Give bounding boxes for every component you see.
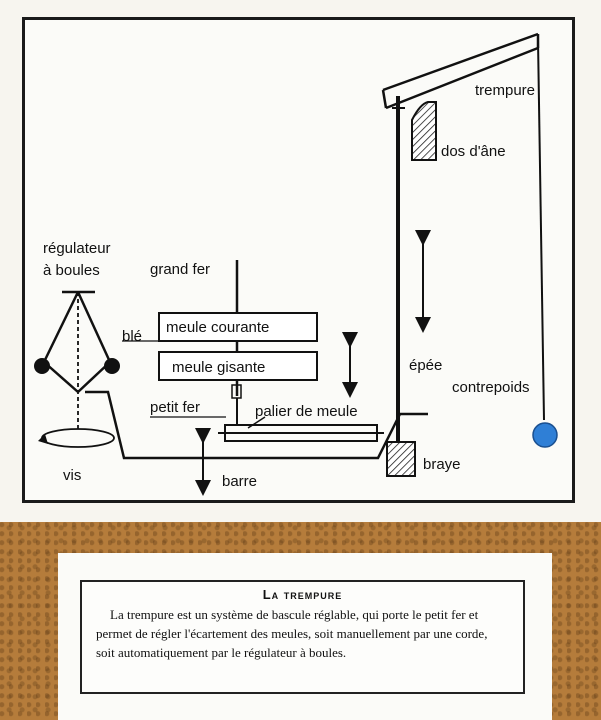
counterweight-rope [537, 39, 545, 421]
caption-box: La trempure La trempure est un système d… [80, 580, 525, 694]
label-epee: épée [409, 357, 442, 374]
label-trempure: trempure [475, 82, 535, 99]
label-ble: blé [122, 328, 142, 345]
counterweight-ball [532, 422, 558, 448]
trempure-diagram: trempure dos d'âne régulateur à boules g… [34, 32, 558, 496]
governor-ball-right [104, 358, 120, 374]
vis-rotation-arrowhead [38, 434, 48, 444]
caption-card: La trempure La trempure est un système d… [58, 553, 552, 720]
vis-rotation-arrow [41, 428, 115, 448]
governor-ball-left [34, 358, 50, 374]
meule-gisante-stone [158, 351, 318, 381]
label-braye: braye [423, 456, 461, 473]
label-meule-courante: meule courante [166, 319, 269, 336]
label-grand-fer: grand fer [150, 261, 210, 278]
label-vis: vis [63, 467, 81, 484]
braye-block [386, 441, 416, 477]
barre-bar [85, 390, 428, 460]
regulateur-a-boules [42, 290, 112, 430]
caption-text: La trempure est un système de bascule ré… [96, 607, 488, 660]
label-barre: barre [222, 473, 257, 490]
label-a-boules: à boules [43, 262, 100, 279]
palier-de-meule [218, 424, 384, 442]
label-meule-gisante: meule gisante [172, 359, 265, 376]
label-dos-dane: dos d'âne [441, 143, 506, 160]
label-palier-de-meule: palier de meule [255, 403, 358, 420]
trempure-lever [381, 32, 540, 110]
dos-dane-block [411, 101, 437, 161]
label-regulateur: régulateur [43, 240, 111, 257]
caption-title: La trempure [262, 587, 343, 602]
label-contrepoids: contrepoids [452, 379, 530, 396]
palier-leader [247, 416, 266, 429]
label-petit-fer: petit fer [150, 399, 200, 416]
meule-courante-stone [158, 312, 318, 342]
